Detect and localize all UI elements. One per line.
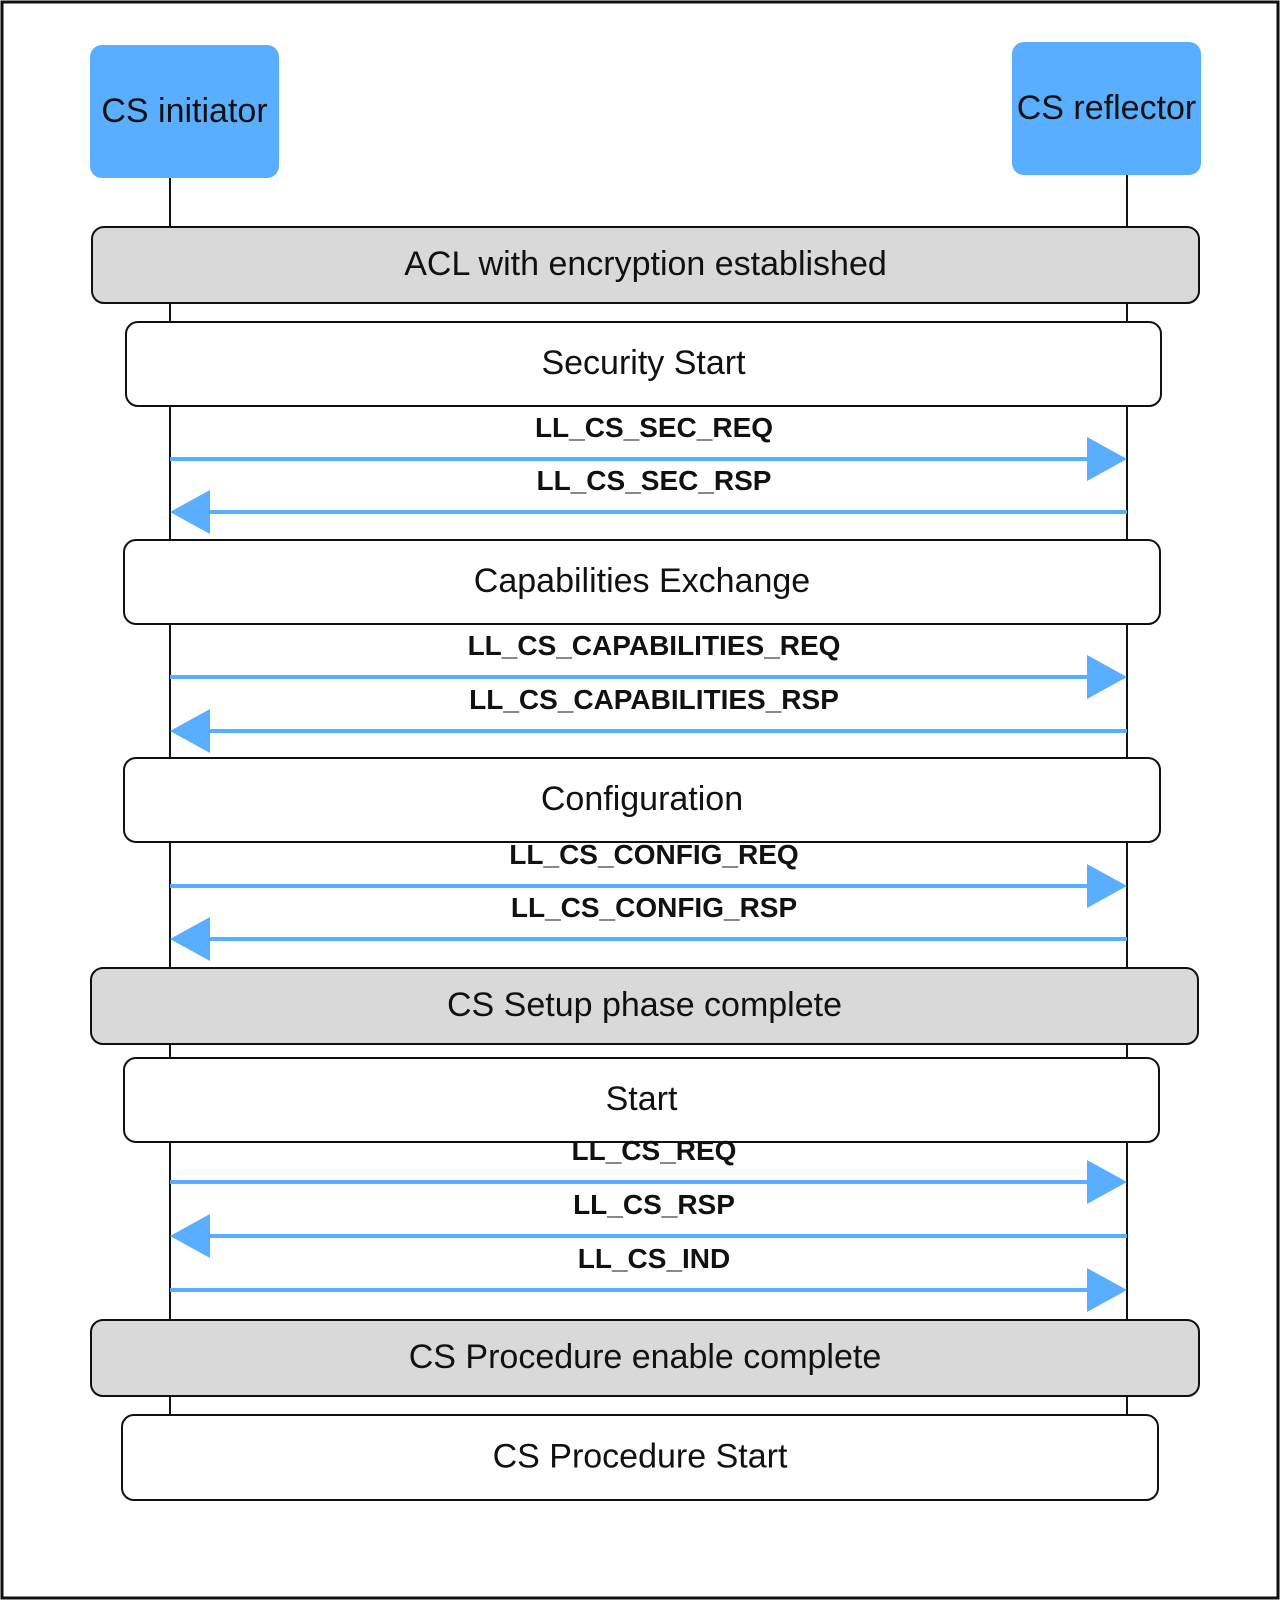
phase-box-16: CS Procedure Start bbox=[121, 1414, 1159, 1501]
status-band-0-label: ACL with encryption established bbox=[404, 245, 887, 283]
message-2-label: LL_CS_SEC_REQ bbox=[535, 412, 773, 443]
phase-box-1-rect bbox=[125, 321, 1162, 407]
message-2-arrow-head bbox=[1087, 437, 1127, 481]
actor-reflector-box bbox=[1012, 42, 1201, 175]
phase-box-1: Security Start bbox=[125, 321, 1162, 407]
message-3-arrow-head bbox=[170, 490, 210, 534]
phase-box-4-label: Capabilities Exchange bbox=[474, 562, 810, 600]
message-14: LL_CS_IND bbox=[170, 1243, 1127, 1312]
message-3: LL_CS_SEC_RSP bbox=[170, 465, 1127, 534]
message-12-arrow-head bbox=[1087, 1160, 1127, 1204]
message-3-label: LL_CS_SEC_RSP bbox=[537, 465, 772, 496]
message-6-label: LL_CS_CAPABILITIES_RSP bbox=[469, 684, 839, 715]
phase-box-1-label: Security Start bbox=[541, 344, 746, 382]
phase-box-11: Start bbox=[123, 1057, 1160, 1143]
phase-box-4-rect bbox=[123, 539, 1161, 625]
phase-box-16-rect bbox=[121, 1414, 1159, 1501]
status-band-10-rect bbox=[90, 967, 1199, 1045]
message-6: LL_CS_CAPABILITIES_RSP bbox=[170, 684, 1127, 753]
message-2: LL_CS_SEC_REQ bbox=[170, 412, 1127, 481]
phase-box-4: Capabilities Exchange bbox=[123, 539, 1161, 625]
status-band-0-rect bbox=[91, 226, 1200, 304]
message-6-arrow-head bbox=[170, 709, 210, 753]
message-14-arrow-head bbox=[1087, 1268, 1127, 1312]
message-9-label: LL_CS_CONFIG_RSP bbox=[511, 892, 797, 923]
message-5-arrow-head bbox=[1087, 655, 1127, 699]
message-8-label: LL_CS_CONFIG_REQ bbox=[509, 839, 798, 870]
message-14-label: LL_CS_IND bbox=[578, 1243, 730, 1274]
actor-initiator: CS initiator bbox=[90, 45, 279, 178]
message-8-arrow-head bbox=[1087, 864, 1127, 908]
message-13-label: LL_CS_RSP bbox=[573, 1189, 735, 1220]
status-band-15-rect bbox=[90, 1319, 1200, 1397]
message-12-label: LL_CS_REQ bbox=[572, 1135, 737, 1166]
phase-box-7: Configuration bbox=[123, 757, 1161, 843]
status-band-10-label: CS Setup phase complete bbox=[447, 986, 842, 1024]
status-band-10: CS Setup phase complete bbox=[90, 967, 1199, 1045]
steps-layer: ACL with encryption establishedSecurity … bbox=[90, 226, 1200, 1501]
message-8: LL_CS_CONFIG_REQ bbox=[170, 839, 1127, 908]
message-5: LL_CS_CAPABILITIES_REQ bbox=[170, 630, 1127, 699]
phase-box-11-label: Start bbox=[606, 1080, 678, 1118]
actor-initiator-box bbox=[90, 45, 279, 178]
status-band-0: ACL with encryption established bbox=[91, 226, 1200, 304]
status-band-15-label: CS Procedure enable complete bbox=[409, 1338, 882, 1376]
actor-reflector-label: CS reflector bbox=[1017, 89, 1197, 127]
message-13-arrow-head bbox=[170, 1214, 210, 1258]
message-12: LL_CS_REQ bbox=[170, 1135, 1127, 1204]
message-9: LL_CS_CONFIG_RSP bbox=[170, 892, 1127, 961]
phase-box-11-rect bbox=[123, 1057, 1160, 1143]
phase-box-7-rect bbox=[123, 757, 1161, 843]
phase-box-7-label: Configuration bbox=[541, 780, 743, 818]
actor-initiator-label: CS initiator bbox=[101, 92, 267, 130]
actor-reflector: CS reflector bbox=[1012, 42, 1201, 175]
message-13: LL_CS_RSP bbox=[170, 1189, 1127, 1258]
phase-box-16-label: CS Procedure Start bbox=[493, 1437, 788, 1475]
message-9-arrow-head bbox=[170, 917, 210, 961]
message-5-label: LL_CS_CAPABILITIES_REQ bbox=[468, 630, 841, 661]
status-band-15: CS Procedure enable complete bbox=[90, 1319, 1200, 1397]
